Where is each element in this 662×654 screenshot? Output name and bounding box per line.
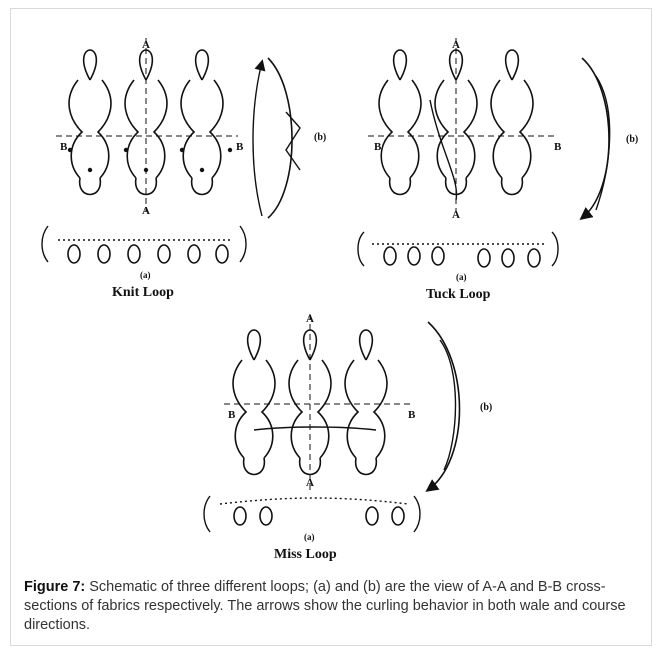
tuck-section-a-top: A (452, 39, 460, 51)
miss-b-label: (b) (480, 402, 492, 413)
knit-section-a-bottom: A (142, 205, 150, 217)
tuck-loop-diagram (358, 38, 610, 267)
knit-loop-diagram (42, 38, 300, 263)
miss-section-a-bottom: A (306, 477, 314, 489)
tuck-b-label: (b) (626, 134, 638, 145)
tuck-section-b-right: B (554, 141, 562, 153)
miss-a-label: (a) (304, 532, 315, 542)
tuck-a-label: (a) (456, 272, 467, 282)
knit-section-b-right: B (236, 141, 244, 153)
tuck-loop-title: Tuck Loop (426, 287, 491, 302)
knit-loop-title: Knit Loop (112, 285, 174, 300)
miss-loop-title: Miss Loop (274, 547, 337, 562)
knit-a-label: (a) (140, 270, 151, 280)
miss-section-b-right: B (408, 409, 416, 421)
tuck-section-b-left: B (374, 141, 382, 153)
figure-caption: Figure 7: Schematic of three different l… (24, 578, 634, 635)
knit-section-b-left: B (60, 141, 68, 153)
miss-section-b-left: B (228, 409, 236, 421)
knit-b-label: (b) (314, 132, 326, 143)
miss-section-a-top: A (306, 313, 314, 325)
figure-caption-label: Figure 7: (24, 579, 85, 595)
tuck-section-a-bottom: A (452, 209, 460, 221)
knit-section-a-top: A (142, 39, 150, 51)
figure-caption-text: Schematic of three different loops; (a) … (24, 579, 626, 633)
miss-loop-diagram (204, 314, 460, 532)
